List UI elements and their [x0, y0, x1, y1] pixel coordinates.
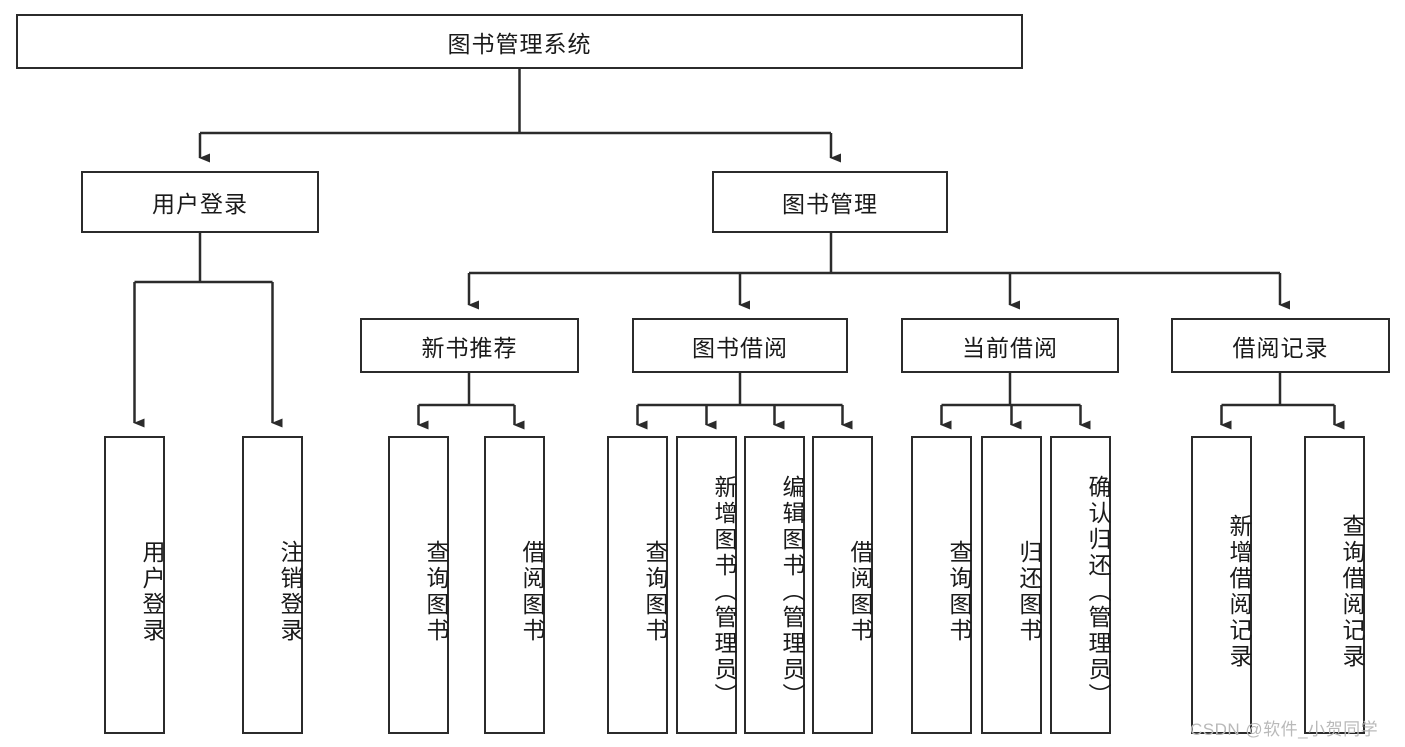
node-leaf-return-book[interactable]: 归还图书 — [981, 436, 1042, 734]
node-leaf-add-record-label: 新增借阅记录 — [1226, 514, 1252, 670]
node-leaf-query-book-1-label: 查询图书 — [423, 540, 449, 644]
node-book-borrow[interactable]: 图书借阅 — [632, 318, 848, 373]
node-leaf-logout-login[interactable]: 注销登录 — [242, 436, 303, 734]
node-leaf-query-record[interactable]: 查询借阅记录 — [1304, 436, 1365, 734]
node-leaf-borrow-book-2[interactable]: 借阅图书 — [812, 436, 873, 734]
node-leaf-borrow-book-2-label: 借阅图书 — [847, 540, 873, 644]
node-user-login-label: 用户登录 — [152, 191, 248, 217]
node-leaf-confirm-return-label: 确认归还（管理员） — [1085, 475, 1111, 709]
node-leaf-add-book-label: 新增图书（管理员） — [711, 475, 737, 709]
node-leaf-query-book-2-label: 查询图书 — [642, 540, 668, 644]
node-root-label: 图书管理系统 — [447, 30, 592, 57]
node-current-borrow[interactable]: 当前借阅 — [901, 318, 1119, 373]
node-leaf-return-book-label: 归还图书 — [1016, 540, 1042, 644]
node-leaf-query-record-label: 查询借阅记录 — [1339, 514, 1365, 670]
node-book-manage[interactable]: 图书管理 — [712, 171, 948, 233]
node-user-login[interactable]: 用户登录 — [81, 171, 319, 233]
node-borrow-record-label: 借阅记录 — [1232, 334, 1329, 361]
node-leaf-borrow-book-1[interactable]: 借阅图书 — [484, 436, 545, 734]
node-current-borrow-label: 当前借阅 — [962, 334, 1058, 361]
node-new-book-recommend-label: 新书推荐 — [421, 334, 518, 361]
node-leaf-edit-book[interactable]: 编辑图书（管理员） — [744, 436, 805, 734]
node-leaf-query-book-3[interactable]: 查询图书 — [911, 436, 972, 734]
node-leaf-user-login[interactable]: 用户登录 — [104, 436, 165, 734]
node-book-manage-label: 图书管理 — [782, 191, 878, 217]
node-leaf-query-book-2[interactable]: 查询图书 — [607, 436, 668, 734]
node-leaf-query-book-3-label: 查询图书 — [946, 540, 972, 644]
watermark-text: CSDN @软件_小贺同学 — [1190, 720, 1379, 739]
node-leaf-add-record[interactable]: 新增借阅记录 — [1191, 436, 1252, 734]
node-new-book-recommend[interactable]: 新书推荐 — [360, 318, 579, 373]
node-leaf-query-book-1[interactable]: 查询图书 — [388, 436, 449, 734]
node-root[interactable]: 图书管理系统 — [16, 14, 1023, 69]
node-book-borrow-label: 图书借阅 — [692, 334, 788, 361]
node-leaf-add-book[interactable]: 新增图书（管理员） — [676, 436, 737, 734]
node-leaf-user-login-label: 用户登录 — [139, 540, 165, 644]
node-leaf-logout-login-label: 注销登录 — [277, 540, 303, 644]
node-leaf-borrow-book-1-label: 借阅图书 — [519, 540, 545, 644]
node-borrow-record[interactable]: 借阅记录 — [1171, 318, 1390, 373]
node-leaf-confirm-return[interactable]: 确认归还（管理员） — [1050, 436, 1111, 734]
node-leaf-edit-book-label: 编辑图书（管理员） — [779, 475, 805, 709]
